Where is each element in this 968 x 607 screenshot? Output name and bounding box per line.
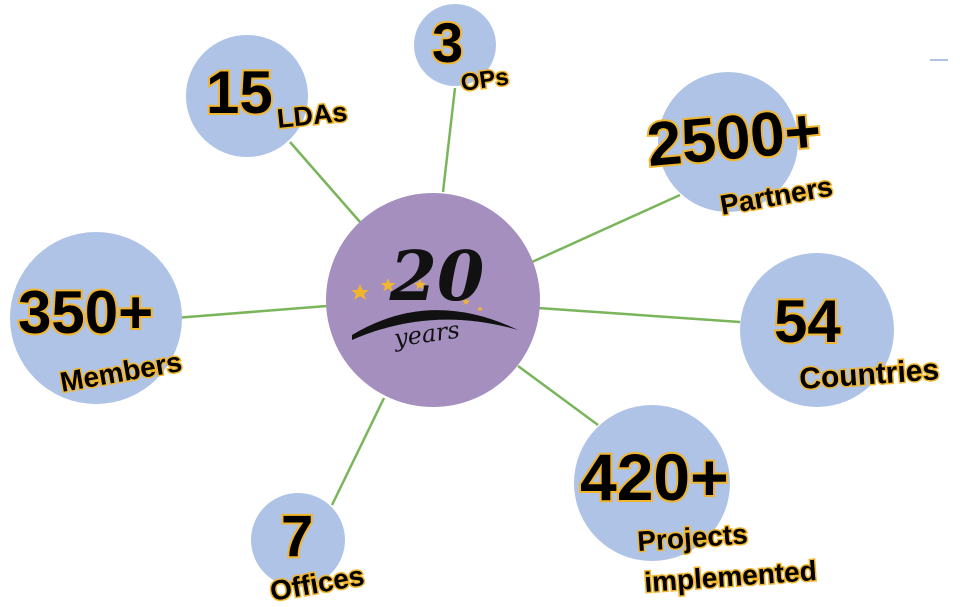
star-icon bbox=[441, 288, 451, 297]
connector-countries bbox=[537, 306, 741, 324]
bubble-members bbox=[10, 232, 182, 404]
star-icon bbox=[462, 298, 470, 305]
stat-number: 420+ bbox=[580, 440, 729, 514]
bubble-projects bbox=[574, 405, 730, 561]
connector-offices bbox=[330, 397, 386, 506]
stat-number: 350+ bbox=[18, 279, 153, 346]
connector-ops bbox=[441, 87, 457, 193]
bubble-offices bbox=[251, 493, 345, 587]
arc-swoosh bbox=[352, 310, 518, 340]
bubble-ldas bbox=[186, 35, 308, 157]
star-icon bbox=[351, 284, 369, 300]
stat-number: 7 bbox=[281, 504, 313, 569]
stat-label: OPs bbox=[459, 64, 510, 97]
star-icon bbox=[414, 279, 426, 290]
stat-bubbles bbox=[10, 4, 894, 587]
stat-label: Projects bbox=[636, 518, 748, 557]
connector-ldas bbox=[289, 141, 361, 223]
stat-number: 15 bbox=[206, 59, 273, 126]
stat-number: 2500+ bbox=[644, 96, 823, 180]
bubble-partners bbox=[658, 72, 798, 212]
star-icon bbox=[477, 306, 483, 312]
stat-countries: 54 Countries bbox=[772, 286, 942, 397]
center-circle bbox=[326, 193, 540, 407]
bubble-countries bbox=[740, 253, 894, 407]
center-number: 20 bbox=[389, 237, 485, 317]
stat-label: LDAs bbox=[275, 97, 348, 134]
connector-partners bbox=[531, 193, 681, 264]
stat-label-line2: implemented bbox=[643, 555, 817, 598]
stat-number: 54 bbox=[774, 288, 841, 355]
stat-number: 3 bbox=[432, 11, 463, 74]
star-icons bbox=[351, 278, 483, 312]
connector-members bbox=[174, 304, 328, 320]
stat-offices: 7 Offices bbox=[266, 502, 368, 607]
connector-projects bbox=[517, 364, 599, 427]
stat-partners: 2500+ Partners bbox=[642, 94, 836, 222]
bubble-ops bbox=[414, 4, 496, 86]
connector-lines bbox=[174, 87, 741, 506]
star-icon bbox=[380, 278, 396, 292]
